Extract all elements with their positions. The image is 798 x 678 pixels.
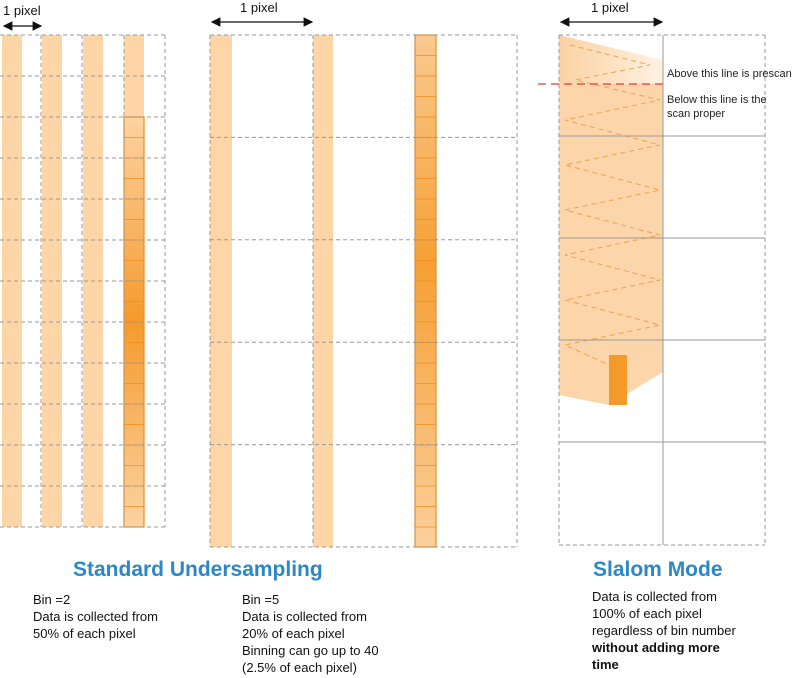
- bin5-description: Bin =5 Data is collected from 20% of eac…: [242, 591, 379, 676]
- bin2-stripe: [2, 35, 22, 527]
- scan-note-line2: scan proper: [667, 108, 726, 120]
- bin5-desc-line: 20% of each pixel: [242, 626, 345, 641]
- standard-undersampling-heading: Standard Undersampling: [73, 558, 323, 581]
- slalom-desc-line: regardless of bin number: [592, 623, 736, 638]
- prescan-region: [559, 35, 663, 84]
- bin2-pixel-grid: [0, 34, 166, 528]
- bin5-pixel-label: 1 pixel: [240, 0, 278, 15]
- bin5-strip-segments: [415, 55, 436, 528]
- slalom-desc-bold-line: time: [592, 657, 619, 672]
- bin5-desc-line: Data is collected from: [242, 609, 367, 624]
- bin5-stripe: [313, 35, 333, 547]
- bin5-panel: [209, 34, 518, 548]
- slalom-desc-bold-line: without adding more: [592, 640, 720, 655]
- bin2-panel: [0, 34, 166, 528]
- scan-note-line1: Below this line is the: [667, 94, 767, 106]
- bin2-pixel-label: 1 pixel: [3, 3, 41, 18]
- bin2-description: Bin =2 Data is collected from 50% of eac…: [33, 591, 158, 642]
- bin5-desc-line: Binning can go up to 40: [242, 643, 379, 658]
- slalom-zigzag-path: [563, 44, 661, 371]
- bin2-desc-line: Bin =2: [33, 592, 71, 607]
- bin5-active-strip: [414, 34, 437, 548]
- prescan-note: Above this line is prescan: [667, 68, 792, 80]
- slalom-desc-line: 100% of each pixel: [592, 606, 702, 621]
- bin5-pixel-grid: [209, 34, 518, 548]
- slalom-current-bin: [609, 355, 627, 405]
- bin5-desc-line: (2.5% of each pixel): [242, 660, 357, 675]
- bin5-stripe: [210, 35, 232, 547]
- slalom-pixel-grid: [558, 34, 766, 546]
- slalom-panel: [538, 34, 766, 546]
- slalom-scan-region: [559, 84, 663, 405]
- bin5-desc-line: Bin =5: [242, 592, 280, 607]
- slalom-mode-heading: Slalom Mode: [593, 558, 723, 581]
- slalom-solid-grid: [559, 35, 765, 545]
- slalom-desc-line: Data is collected from: [592, 589, 717, 604]
- bin2-desc-line: 50% of each pixel: [33, 626, 136, 641]
- slalom-description: Data is collected from 100% of each pixe…: [592, 588, 736, 673]
- bin2-desc-line: Data is collected from: [33, 609, 158, 624]
- slalom-pixel-label: 1 pixel: [591, 0, 629, 15]
